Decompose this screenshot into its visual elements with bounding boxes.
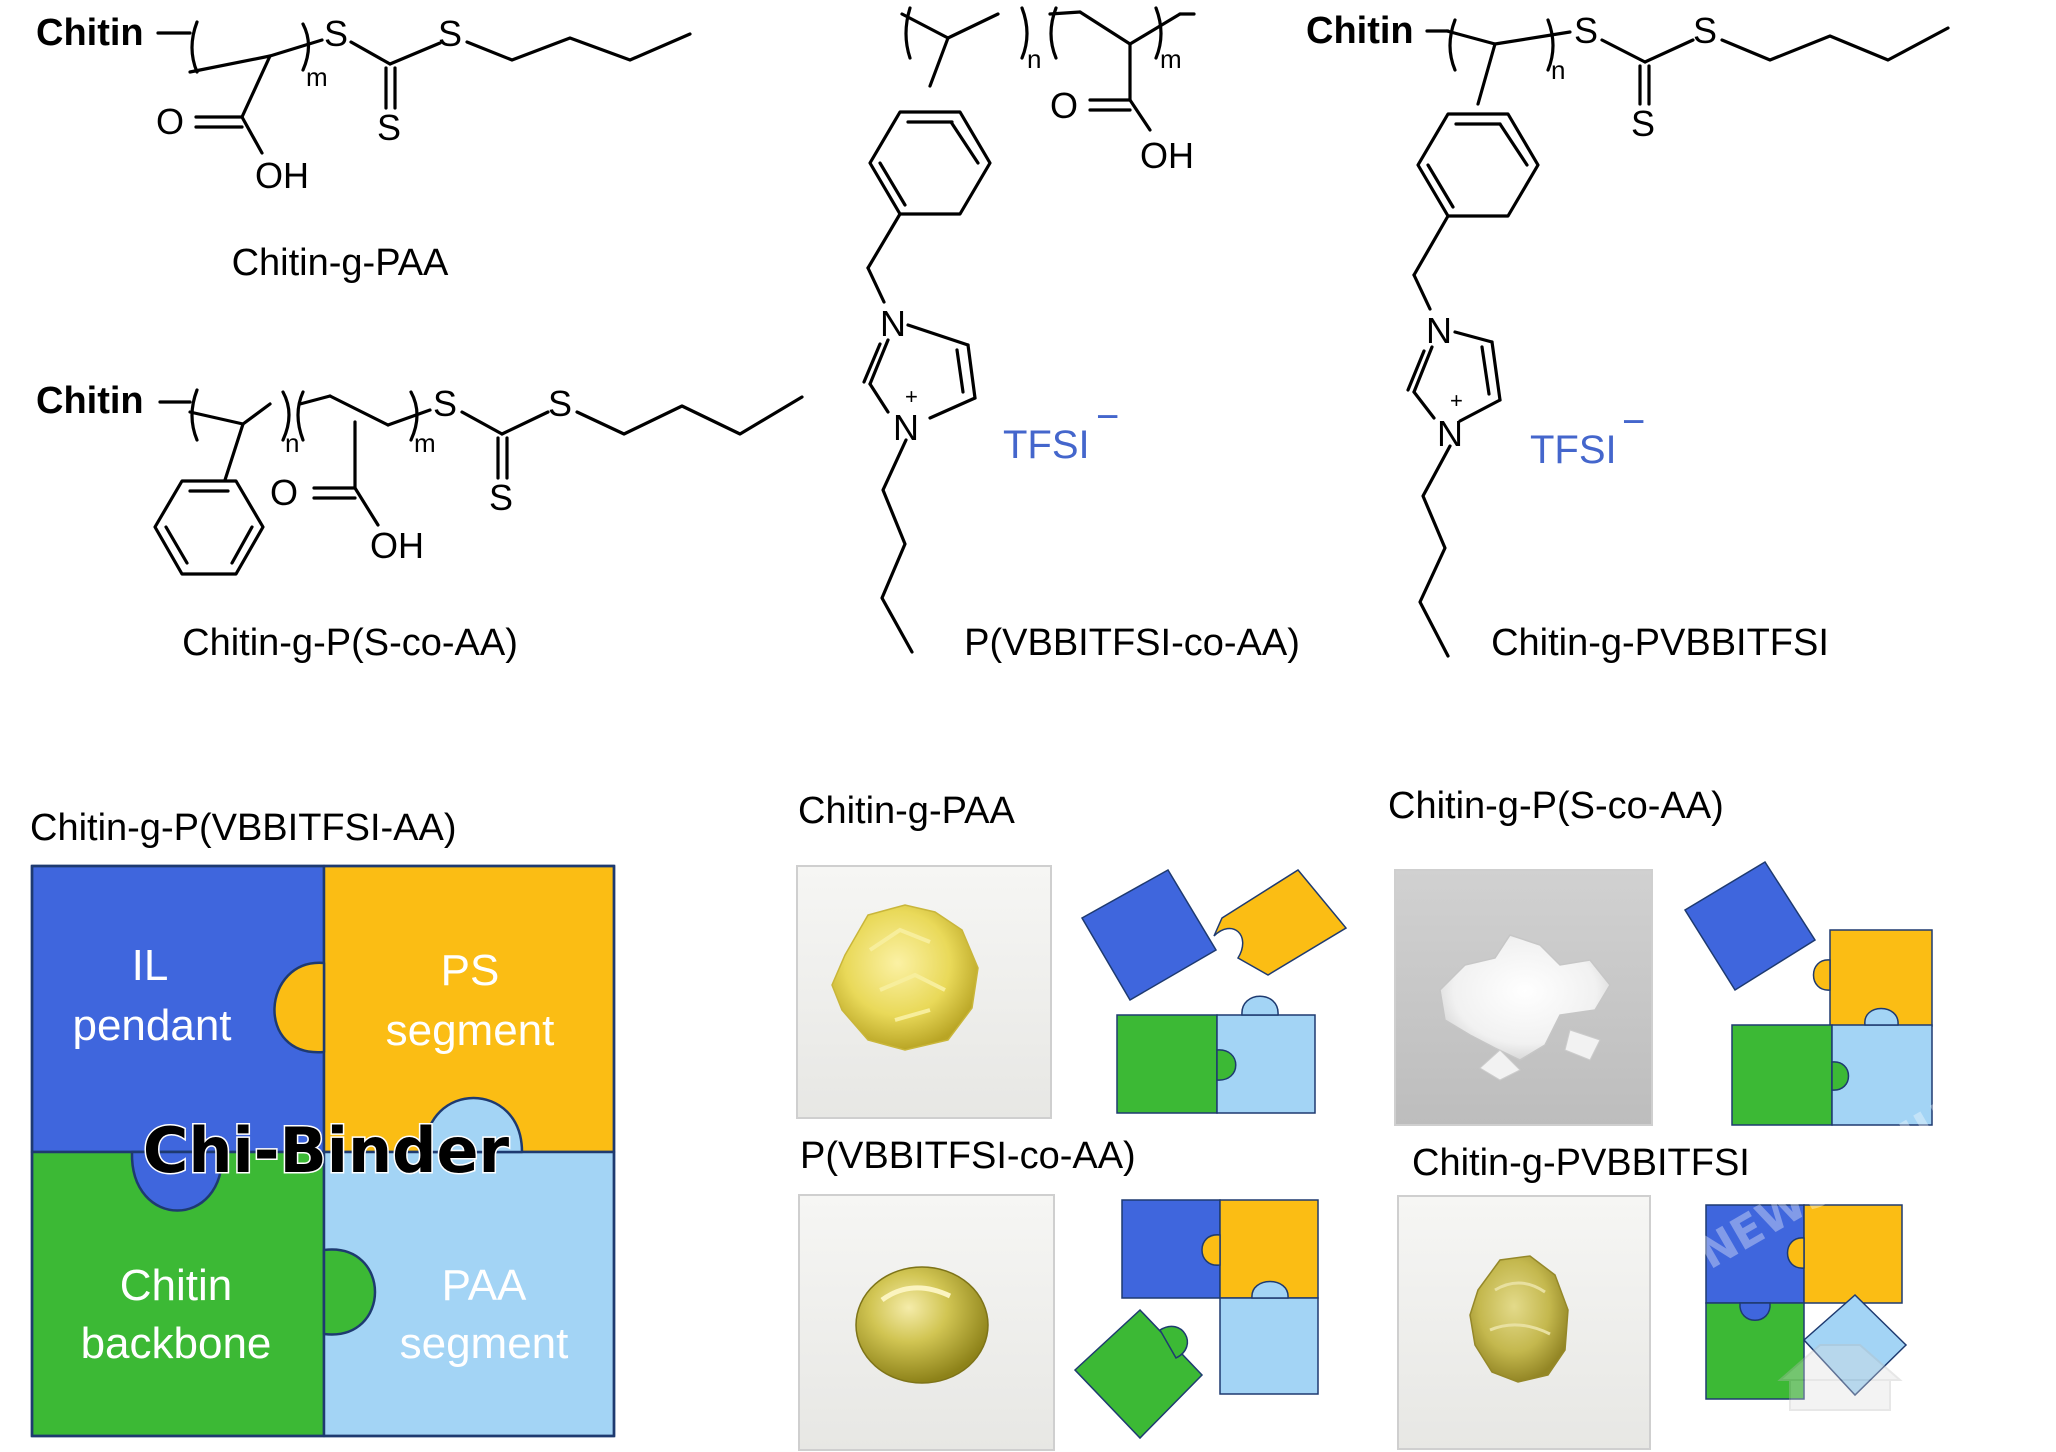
counterion-charge: −: [1096, 395, 1119, 439]
repeat-index-n: n: [1551, 55, 1565, 85]
repeat-index-m: m: [1160, 44, 1182, 74]
chitin-label: Chitin: [1306, 10, 1414, 52]
caption-p-vbbitfsi-co-aa: P(VBBITFSI-co-AA): [964, 622, 1300, 664]
counterion-charge: −: [1622, 400, 1645, 444]
sample-yellow-lump: [1469, 1255, 1569, 1383]
caption-chitin-g-paa: Chitin-g-PAA: [232, 242, 449, 284]
thione-sulfur-atom: S: [489, 477, 513, 518]
puzzle-label-paa-line2: segment: [400, 1319, 569, 1368]
chi-binder-title: Chitin-g-P(VBBITFSI-AA): [30, 807, 457, 849]
sulfur-atom: S: [433, 383, 457, 424]
puzzle-knob-chitin: [322, 1248, 377, 1336]
puzzle-label-ps-line1: PS: [441, 946, 500, 995]
photo-chitin-g-p-s-co-aa: [1394, 869, 1653, 1126]
counterion-label: TFSI: [1530, 428, 1617, 472]
photo-p-vbbitfsi-co-aa: [798, 1194, 1055, 1451]
puzzle-knob-paa: [423, 1096, 524, 1154]
nitrogen-atom: N: [880, 303, 906, 344]
puzzle-icon-chitin-g-pvbbitfsi: [1705, 1204, 1908, 1400]
puzzle-icon-chitin-g-p-s-co-aa: [1683, 860, 1933, 1126]
sulfur-atom: S: [1693, 10, 1717, 51]
puzzle-label-paa-line1: PAA: [442, 1261, 527, 1310]
puzzle-label-chitin-line2: backbone: [81, 1319, 272, 1368]
puzzle-label-il-line1: IL: [132, 941, 169, 990]
caption-chitin-g-pvbbitfsi: Chitin-g-PVBBITFSI: [1491, 622, 1829, 664]
hydroxyl-group: OH: [1140, 135, 1194, 176]
hydroxyl-group: OH: [370, 525, 424, 566]
photo-chitin-g-pvbbitfsi: [1397, 1195, 1651, 1450]
structure-chitin-g-p-s-co-aa: Chitin n m S S S O OH: [36, 380, 804, 576]
sulfur-atom: S: [324, 13, 348, 54]
counterion-label: TFSI: [1003, 423, 1090, 467]
photo-label-chitin-g-paa: Chitin-g-PAA: [798, 790, 1015, 832]
puzzle-icon-chitin-g-paa: [1080, 868, 1348, 1114]
chi-binder-center-label: Chi-Binder: [143, 1114, 510, 1187]
carbonyl-oxygen-atom: O: [156, 101, 184, 142]
photo-chitin-g-paa: [796, 865, 1052, 1119]
cation-charge: +: [1450, 388, 1463, 413]
cation-charge: +: [905, 384, 918, 409]
photo-label-p-vbbitfsi-co-aa: P(VBBITFSI-co-AA): [800, 1135, 1136, 1177]
repeat-index-m: m: [306, 62, 328, 92]
chitin-label: Chitin: [36, 380, 144, 422]
chitin-label: Chitin: [36, 12, 144, 54]
thione-sulfur-atom: S: [1631, 103, 1655, 144]
nitrogen-atom: N: [1426, 310, 1452, 351]
carbonyl-oxygen-atom: O: [270, 472, 298, 513]
sample-yellow-bead: [855, 1266, 989, 1384]
repeat-index-m: m: [414, 428, 436, 458]
structure-chitin-g-pvbbitfsi: Chitin n S S S N + N: [1306, 10, 1950, 658]
sulfur-atom: S: [1574, 10, 1598, 51]
caption-chitin-g-p-s-co-aa: Chitin-g-P(S-co-AA): [182, 622, 518, 664]
puzzle-knob-ps: [273, 961, 326, 1054]
repeat-index-n: n: [1027, 44, 1041, 74]
sample-white-fibrous: [1439, 934, 1611, 1061]
sulfur-atom: S: [438, 13, 462, 54]
photo-label-chitin-g-pvbbitfsi: Chitin-g-PVBBITFSI: [1412, 1142, 1750, 1184]
puzzle-icon-p-vbbitfsi-co-aa: [1073, 1199, 1319, 1440]
thione-sulfur-atom: S: [377, 107, 401, 148]
photo-label-chitin-g-p-s-co-aa: Chitin-g-P(S-co-AA): [1388, 785, 1724, 827]
puzzle-knob-il: [130, 1150, 224, 1212]
chi-binder-puzzle: IL pendant PS segment Chitin backbone PA…: [30, 864, 616, 1438]
puzzle-label-chitin-line1: Chitin: [120, 1261, 233, 1310]
carbonyl-oxygen-atom: O: [1050, 85, 1078, 126]
puzzle-label-il-line2: pendant: [72, 1001, 231, 1050]
hydroxyl-group: OH: [255, 155, 309, 196]
sulfur-atom: S: [548, 383, 572, 424]
structure-chitin-g-paa: Chitin m S S S O OH: [36, 12, 692, 196]
structure-p-vbbitfsi-co-aa: n m O OH N + N: [862, 6, 1196, 654]
puzzle-label-ps-line2: segment: [386, 1006, 555, 1055]
repeat-index-n: n: [285, 428, 299, 458]
